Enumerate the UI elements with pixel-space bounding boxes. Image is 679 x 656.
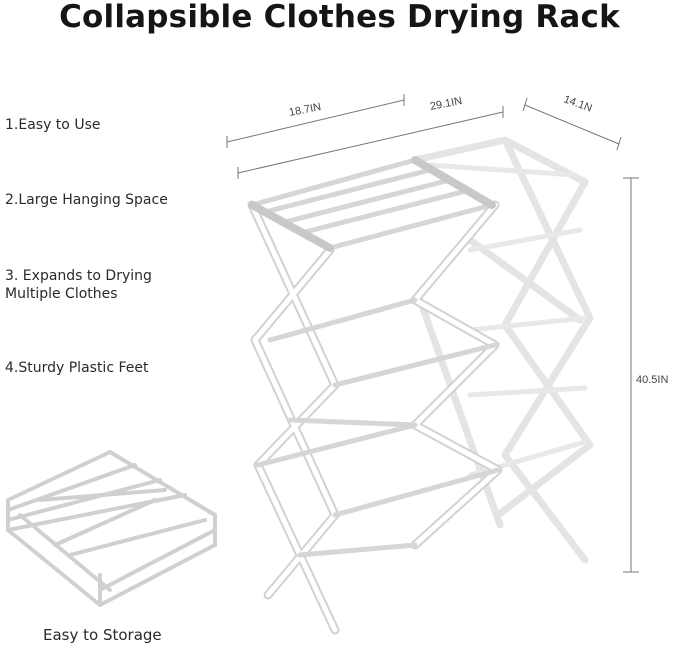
rack-top-arm	[248, 156, 496, 252]
feature-expands-drying: 3. Expands to Drying Multiple Clothes	[5, 268, 152, 302]
storage-caption: Easy to Storage	[43, 626, 162, 644]
rack-front-frame-highlight	[249, 202, 501, 633]
page-title: Collapsible Clothes Drying Rack	[59, 0, 620, 35]
dimension-height: 40.5IN	[636, 374, 669, 386]
rack-back-frame	[411, 136, 594, 564]
folded-rack-illustration	[6, 450, 217, 607]
feature-large-hanging-space: 2.Large Hanging Space	[5, 192, 168, 208]
dimension-lines	[226, 94, 639, 573]
rack-front-bars	[249, 157, 501, 558]
feature-easy-to-use: 1.Easy to Use	[5, 117, 101, 133]
feature-sturdy-feet: 4.Sturdy Plastic Feet	[5, 360, 149, 376]
